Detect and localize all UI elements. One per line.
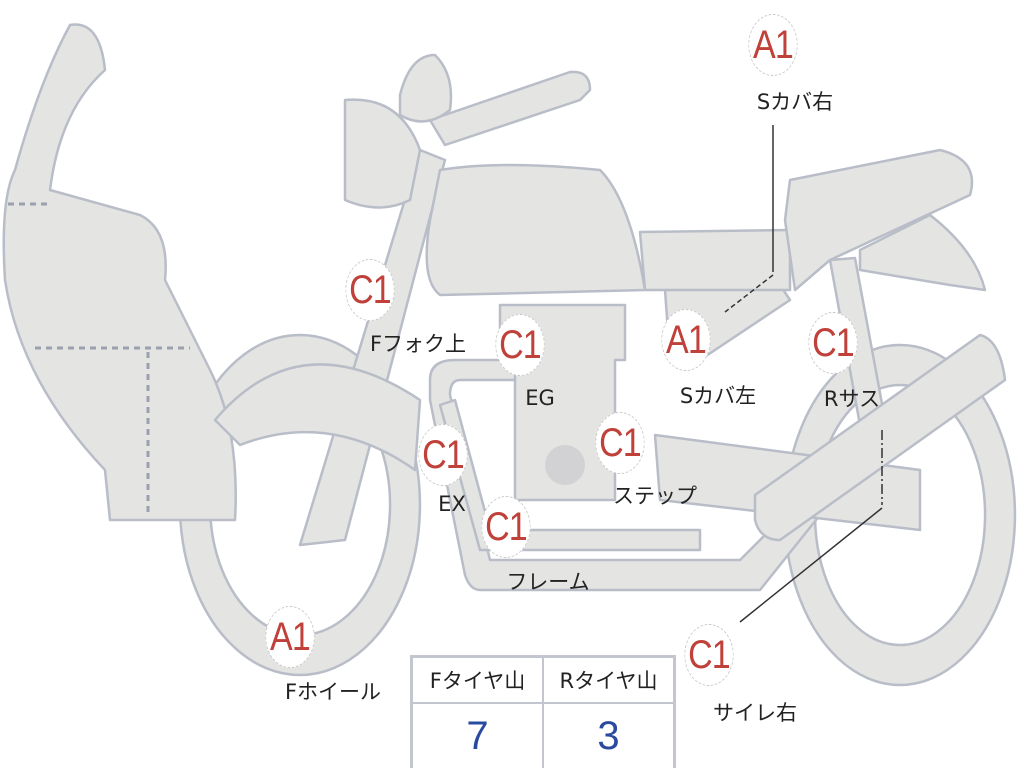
grade-badge-step: C1 [595, 412, 645, 474]
label-step: ステップ [613, 484, 697, 508]
header-rear-tire-tread: Rタイヤ山 [542, 655, 676, 704]
frame-lower [428, 358, 822, 592]
label-f-fork-upper: Fフォク上 [369, 332, 467, 356]
label-engine: EG [525, 386, 555, 410]
gauge [398, 53, 453, 123]
tail [858, 213, 987, 292]
grade-badge-silencer-right: C1 [684, 624, 734, 686]
muffler [753, 333, 1007, 542]
seat [638, 228, 792, 292]
front-fairing [2, 23, 237, 522]
front-fender [213, 363, 422, 472]
label-s-cover-right: Sカバ右 [756, 90, 834, 114]
header-front-tire-tread: Fタイヤ山 [410, 655, 544, 704]
grade-badge-s-cover-left: A1 [661, 309, 711, 371]
label-silencer-right: サイレ右 [713, 701, 797, 725]
tire-tread-table: Fタイヤ山 Rタイヤ山 7 3 [410, 655, 676, 768]
grade-badge-s-cover-right: A1 [748, 14, 798, 76]
label-f-wheel: Fホイール [284, 680, 382, 704]
value-front-tire-tread: 7 [410, 702, 544, 768]
value-rear-tire-tread: 3 [542, 702, 676, 768]
grade-badge-frame: C1 [481, 496, 531, 558]
headlight [343, 98, 422, 209]
grade-badge-exhaust: C1 [418, 424, 468, 486]
grade-badge-r-suspension: C1 [808, 312, 858, 374]
fuel-tank [425, 163, 647, 297]
grade-badge-engine: C1 [495, 314, 545, 376]
seat-rear [783, 148, 974, 292]
label-s-cover-left: Sカバ左 [679, 384, 757, 408]
label-frame: フレーム [506, 570, 590, 594]
label-exhaust: EX [438, 492, 466, 516]
grade-badge-f-fork-upper: C1 [345, 259, 395, 321]
label-r-suspension: Rサス [823, 387, 881, 411]
handlebar [428, 70, 592, 147]
grade-badge-f-wheel: A1 [265, 606, 315, 668]
